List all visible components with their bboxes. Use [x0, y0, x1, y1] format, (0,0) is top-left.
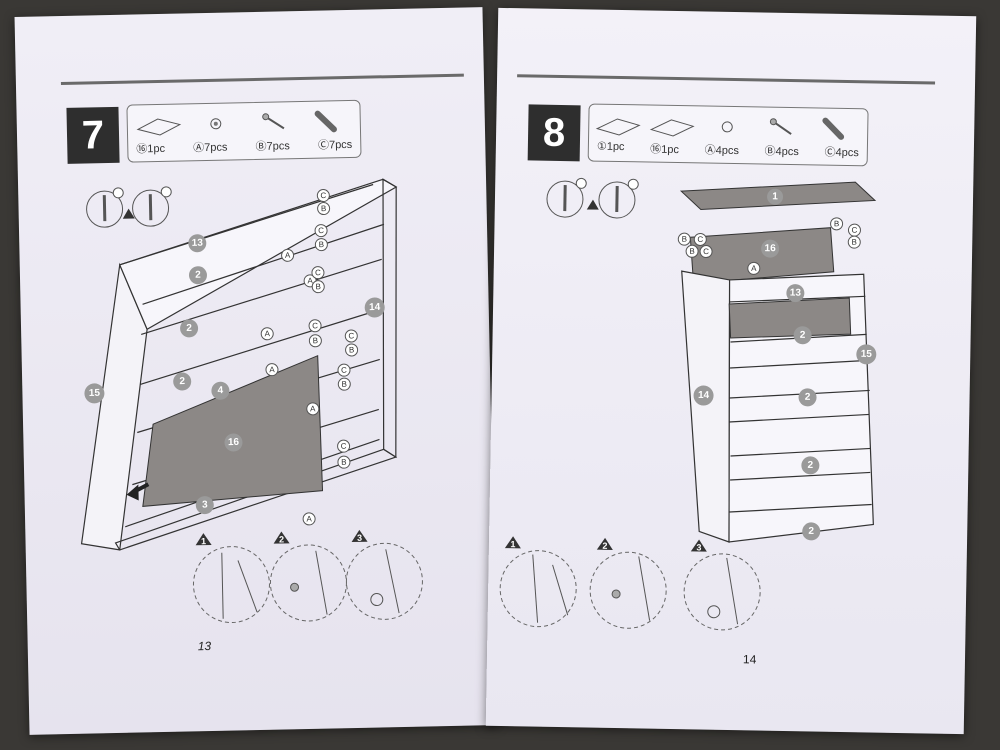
svg-text:B: B: [321, 204, 327, 213]
svg-text:C: C: [703, 247, 709, 256]
dowel-icon: [822, 117, 845, 140]
svg-text:C: C: [697, 235, 703, 244]
panel-icon: [595, 118, 641, 136]
svg-text:B: B: [315, 282, 321, 291]
label-14: 14: [369, 302, 381, 313]
label-1: 1: [772, 191, 778, 202]
hardware-callouts: C B A C B A C B A C B A C B A C B C B A: [260, 189, 359, 526]
label-16: 16: [764, 243, 776, 254]
cabinet-frame: [681, 270, 874, 543]
parts-list-box: ①1pc ⑯1pc Ⓐ4pcs Ⓑ4pcs Ⓒ4pcs: [587, 103, 869, 167]
substep-3: 3: [696, 542, 701, 552]
substep-2: 2: [602, 541, 607, 551]
label-2: 2: [195, 270, 201, 281]
label-4: 4: [218, 385, 224, 396]
label-2: 2: [800, 330, 806, 341]
svg-text:A: A: [285, 251, 291, 260]
label-13: 13: [790, 288, 802, 299]
label-16: 16: [228, 437, 240, 448]
cam-bolt-icon: [262, 113, 285, 130]
svg-text:C: C: [341, 442, 347, 451]
svg-text:C: C: [315, 268, 321, 277]
warning-icon: [122, 208, 135, 219]
substep-details: 1 2 3: [192, 529, 423, 624]
svg-text:B: B: [313, 336, 319, 345]
part-labels: 1 16 13 2 15 14 2 2 2: [693, 188, 877, 541]
svg-text:B: B: [834, 219, 840, 228]
svg-text:C: C: [312, 321, 318, 330]
svg-text:C: C: [348, 331, 354, 340]
svg-text:A: A: [264, 329, 270, 338]
svg-text:B: B: [682, 235, 688, 244]
orientation-hint: [86, 186, 172, 228]
label-14: 14: [698, 390, 710, 401]
drawer-back-panel: [728, 297, 852, 339]
part-labels: 13 2 2 2 4 15 14 16 3: [84, 234, 385, 515]
check-icon: [112, 187, 124, 199]
substep-3: 3: [357, 533, 362, 543]
label-2: 2: [186, 323, 192, 334]
parts-list-box: ⑯1pc Ⓐ7pcs Ⓑ7pcs Ⓒ7pcs: [126, 99, 362, 163]
svg-text:B: B: [341, 458, 347, 467]
label-2: 2: [807, 460, 813, 471]
svg-text:B: B: [852, 238, 858, 247]
orientation-hint: [546, 177, 639, 219]
back-panel: [142, 354, 324, 507]
dowel-icon: [314, 110, 337, 133]
label-15: 15: [89, 388, 101, 399]
svg-text:A: A: [307, 276, 313, 285]
svg-text:B: B: [319, 240, 325, 249]
label-13: 13: [192, 238, 204, 249]
svg-text:A: A: [310, 404, 316, 413]
arrow-head-icon: [126, 484, 139, 501]
svg-text:B: B: [689, 247, 695, 256]
warning-icon: [586, 199, 599, 210]
panel-icon: [649, 119, 695, 137]
svg-text:A: A: [751, 264, 757, 273]
svg-text:C: C: [852, 226, 858, 235]
label-3: 3: [202, 500, 208, 511]
parts-icons: [595, 117, 845, 140]
cross-icon: [160, 186, 172, 198]
panel-icon: [136, 118, 182, 136]
parts-icons: [136, 110, 337, 136]
right-page: 8 ①1pc ⑯1pc Ⓐ4pcs Ⓑ4pcs Ⓒ4pcs: [485, 7, 977, 735]
hardware-callouts: B C B C A B C B: [677, 217, 861, 275]
cam-lock-icon: [721, 121, 733, 133]
substep-1: 1: [201, 536, 206, 546]
svg-text:C: C: [341, 366, 347, 375]
cam-bolt-icon: [769, 118, 792, 135]
left-page: 7 ⑯1pc Ⓐ7pcs Ⓑ7pcs Ⓒ7pcs: [14, 7, 498, 735]
substep-1: 1: [510, 539, 515, 549]
substep-details: 1 2 3: [499, 536, 761, 631]
check-icon: [575, 177, 587, 189]
svg-text:C: C: [318, 226, 324, 235]
assembly-diagram: 13 2 2 2 4 15 14 16 3 C B A C B A C B A …: [80, 178, 423, 624]
substep-2: 2: [279, 534, 284, 544]
cam-lock-icon: [210, 118, 222, 130]
label-2: 2: [808, 526, 814, 537]
assembly-diagram: 1 16 13 2 15 14 2 2 2 B C B C A B C B 1 …: [499, 177, 877, 631]
page-number: 14: [742, 652, 757, 667]
svg-text:A: A: [306, 514, 312, 523]
svg-text:B: B: [349, 345, 355, 354]
back-panel: [689, 227, 835, 284]
label-2: 2: [179, 376, 185, 387]
svg-text:A: A: [269, 365, 275, 374]
label-2: 2: [805, 392, 811, 403]
svg-text:B: B: [342, 380, 348, 389]
cross-icon: [627, 178, 639, 190]
label-15: 15: [861, 349, 873, 360]
svg-text:C: C: [320, 191, 326, 200]
page-number: 13: [197, 639, 212, 654]
